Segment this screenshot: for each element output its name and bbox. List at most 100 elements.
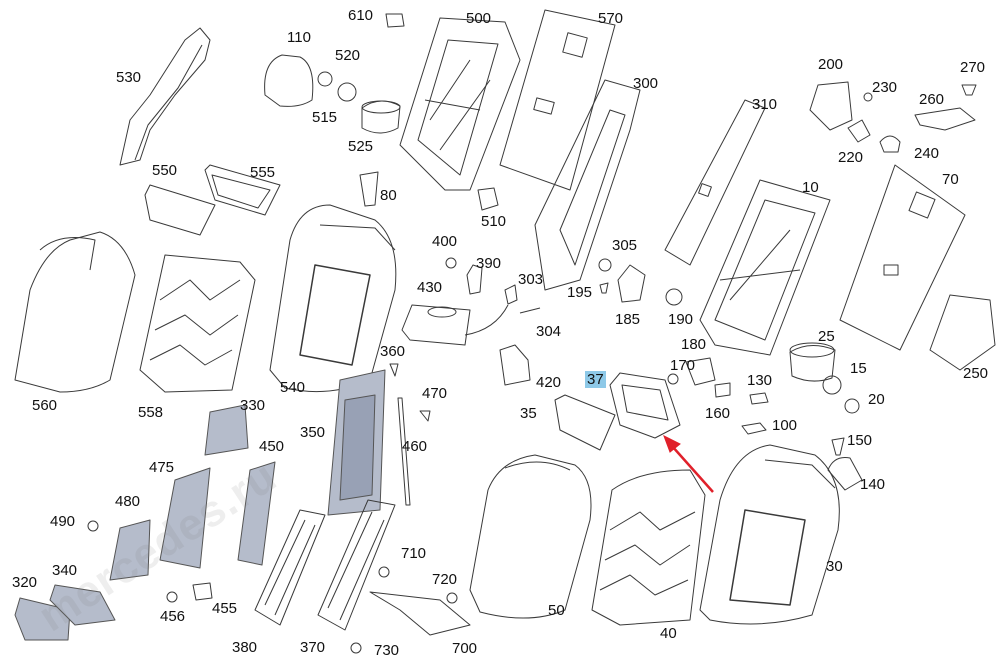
part-475 xyxy=(159,467,211,569)
callout-480: 480 xyxy=(115,493,141,510)
part-304 xyxy=(519,307,541,314)
part-220 xyxy=(847,119,871,143)
part-340 xyxy=(49,584,116,626)
callout-330: 330 xyxy=(240,397,266,414)
part-185 xyxy=(617,264,646,303)
part-230 xyxy=(863,92,873,102)
part-560-cover xyxy=(14,231,136,393)
callout-456: 456 xyxy=(160,608,186,625)
callout-515: 515 xyxy=(312,109,338,126)
part-400 xyxy=(445,257,457,269)
part-470 xyxy=(419,410,431,422)
callout-100: 100 xyxy=(772,417,798,434)
callout-260: 260 xyxy=(919,91,945,108)
part-530-trim xyxy=(119,27,211,166)
callout-470: 470 xyxy=(422,385,448,402)
callout-30: 30 xyxy=(826,558,843,575)
callout-320: 320 xyxy=(12,574,38,591)
callout-140: 140 xyxy=(860,476,886,493)
part-570-panel xyxy=(499,9,616,191)
callout-80: 80 xyxy=(380,187,397,204)
part-15 xyxy=(822,375,842,395)
callout-15: 15 xyxy=(850,360,867,377)
callout-430: 430 xyxy=(417,279,443,296)
part-430 xyxy=(401,304,471,346)
callout-570: 570 xyxy=(598,10,624,27)
callout-195: 195 xyxy=(567,284,593,301)
callout-500: 500 xyxy=(466,10,492,27)
part-170 xyxy=(667,373,679,385)
callout-360: 360 xyxy=(380,343,406,360)
part-130 xyxy=(749,392,769,405)
callout-390: 390 xyxy=(476,255,502,272)
callout-180: 180 xyxy=(681,336,707,353)
callout-450: 450 xyxy=(259,438,285,455)
callout-525: 525 xyxy=(348,138,374,155)
callout-310: 310 xyxy=(752,96,778,113)
part-180 xyxy=(685,357,716,386)
callout-520: 520 xyxy=(335,47,361,64)
callout-490: 490 xyxy=(50,513,76,530)
part-460 xyxy=(397,397,411,506)
part-550 xyxy=(144,184,216,236)
part-510 xyxy=(477,187,499,211)
callout-730: 730 xyxy=(374,642,400,659)
part-100 xyxy=(741,422,767,435)
callout-40: 40 xyxy=(660,625,677,642)
part-190 xyxy=(665,288,683,306)
callout-300: 300 xyxy=(633,75,659,92)
part-700 xyxy=(369,591,471,636)
part-70-panel xyxy=(839,164,966,351)
part-270 xyxy=(961,84,977,96)
part-490 xyxy=(87,520,99,532)
part-35 xyxy=(554,394,616,451)
part-303 xyxy=(504,284,518,305)
callout-190: 190 xyxy=(668,311,694,328)
part-160 xyxy=(714,382,731,398)
callout-250: 250 xyxy=(963,365,989,382)
part-20 xyxy=(844,398,860,414)
callout-160: 160 xyxy=(705,405,731,422)
callout-420: 420 xyxy=(536,374,562,391)
callout-700: 700 xyxy=(452,640,478,657)
callout-110: 110 xyxy=(287,29,311,46)
callout-303: 303 xyxy=(518,271,544,288)
part-30-cover xyxy=(699,444,840,625)
part-480 xyxy=(109,519,151,581)
callout-530: 530 xyxy=(116,69,142,86)
part-420 xyxy=(499,344,531,386)
callout-185: 185 xyxy=(615,311,641,328)
callout-10: 10 xyxy=(802,179,819,196)
callout-270: 270 xyxy=(960,59,986,76)
part-80 xyxy=(359,171,379,207)
part-310-panel xyxy=(664,99,766,266)
callout-720: 720 xyxy=(432,571,458,588)
part-370-rail xyxy=(317,499,396,631)
part-10-frame xyxy=(699,179,831,356)
part-260 xyxy=(914,107,976,131)
callout-70: 70 xyxy=(942,171,959,188)
callout-550: 550 xyxy=(152,162,178,179)
part-515 xyxy=(337,82,357,102)
callout-380: 380 xyxy=(232,639,258,656)
part-140 xyxy=(827,457,863,491)
part-150 xyxy=(831,437,845,456)
part-520 xyxy=(317,71,333,87)
callout-510: 510 xyxy=(481,213,507,230)
part-390 xyxy=(466,264,483,295)
callout-150: 150 xyxy=(847,432,873,449)
part-525 xyxy=(361,100,401,134)
callout-558: 558 xyxy=(138,404,164,421)
part-450 xyxy=(237,461,276,566)
part-558-pad xyxy=(139,254,256,393)
part-540-cover xyxy=(269,204,397,393)
part-250 xyxy=(929,294,996,371)
callout-350: 350 xyxy=(300,424,326,441)
callout-400: 400 xyxy=(432,233,458,250)
callout-50: 50 xyxy=(548,602,565,619)
part-240 xyxy=(879,135,901,153)
pointer-arrow xyxy=(663,434,714,493)
callout-340: 340 xyxy=(52,562,78,579)
